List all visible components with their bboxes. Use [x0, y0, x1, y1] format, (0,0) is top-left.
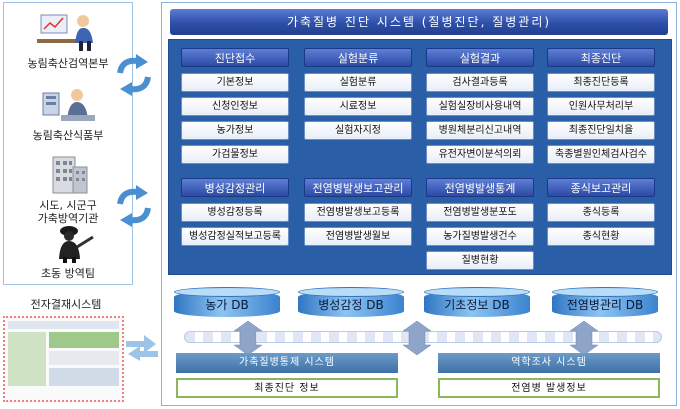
- actor-label: 초동 방역팀: [40, 267, 96, 280]
- database-label: 농가 DB: [205, 298, 249, 312]
- category-header: 병성감정관리: [181, 178, 289, 197]
- system-title: 가축질병 진단 시스템 (질병진단, 질병관리): [170, 9, 668, 35]
- module-item: 실험자지정: [304, 121, 412, 140]
- module-item: 질병현황: [426, 251, 534, 270]
- actor-label: 농림축산검역본부: [27, 57, 109, 70]
- database-cylinder: 농가 DB: [174, 287, 280, 321]
- actor-label-line2: 가축방역기관: [37, 212, 99, 225]
- module-item: 농가정보: [181, 121, 289, 140]
- actor-local-government: 시도, 시군구 가축방역기관: [4, 153, 132, 225]
- module-item: 병성감정등록: [181, 203, 289, 222]
- module-item: 시료정보: [304, 97, 412, 116]
- exchange-arrows-icon: [117, 54, 151, 96]
- module-item: 병원체분리신고내역: [426, 121, 534, 140]
- module-item: 농가질병발생건수: [426, 227, 534, 246]
- e-approval-title: 전자결재시스템: [30, 298, 102, 311]
- module-item: 전염병발생월보: [304, 227, 412, 246]
- category-header: 실험분류: [304, 48, 412, 67]
- database-cylinder: 기초정보 DB: [424, 287, 530, 321]
- module-panel: 진단접수 실험분류 실험결과 최종진단 기본정보 신청인정보 농가정보 가검물정…: [168, 39, 672, 275]
- actor-label: 농림축산식품부: [32, 129, 104, 142]
- actor-response-team: 초동 방역팀: [4, 223, 132, 280]
- module-item: 실험실장비사용내역: [426, 97, 534, 116]
- database-label: 병성감정 DB: [318, 298, 384, 312]
- category-header: 진단접수: [181, 48, 289, 67]
- database-cylinder: 병성감정 DB: [298, 287, 404, 321]
- module-item: 병성감정실적보고등록: [181, 227, 289, 246]
- category-header: 전염병발생통계: [426, 178, 534, 197]
- category-header: 종식보고관리: [547, 178, 655, 197]
- module-item: 검사결과등록: [426, 73, 534, 92]
- person-computer-icon: [37, 14, 93, 51]
- module-item: 신청인정보: [181, 97, 289, 116]
- e-approval-screenshot: [3, 316, 124, 402]
- database-cylinder: 전염병관리 DB: [552, 287, 658, 321]
- module-item: 실험분류: [304, 73, 412, 92]
- actor-quarantine-agency: 농림축산검역본부: [4, 9, 132, 70]
- module-item: 유전자변이분석의뢰: [426, 145, 534, 164]
- building-icon: [52, 156, 88, 194]
- module-item: 인원사무처리부: [547, 97, 655, 116]
- module-item: 가검물정보: [181, 145, 289, 164]
- module-item: 최종진단등록: [547, 73, 655, 92]
- actor-panel: 농림축산검역본부 농림축산식품부 시도, 시군구 가축방역기관: [3, 2, 133, 285]
- bidirectional-arrow-icon: [126, 335, 158, 361]
- system-info: 전염병 발생정보: [438, 378, 660, 398]
- module-item: 최종진단일치율: [547, 121, 655, 140]
- external-system: 가축질병통제 시스템: [176, 353, 398, 373]
- system-info: 최종진단 정보: [176, 378, 398, 398]
- actor-ministry: 농림축산식품부: [4, 85, 132, 142]
- database-label: 기초정보 DB: [444, 298, 510, 312]
- database-label: 전염병관리 DB: [566, 298, 644, 312]
- module-item: 전염병발생분포도: [426, 203, 534, 222]
- external-system: 역학조사 시스템: [438, 353, 660, 373]
- category-header: 최종진단: [547, 48, 655, 67]
- category-header: 전염병발생보고관리: [304, 178, 412, 197]
- module-item: 기본정보: [181, 73, 289, 92]
- category-header: 실험결과: [426, 48, 534, 67]
- module-item: 종식현황: [547, 227, 655, 246]
- module-item: 종식등록: [547, 203, 655, 222]
- quarantine-worker-icon: [59, 226, 94, 263]
- module-item: 축종별원인체검사검수: [547, 145, 655, 164]
- official-desk-icon: [42, 89, 95, 121]
- exchange-arrows-icon: [117, 185, 151, 227]
- actor-label: 시도, 시군구: [39, 199, 97, 212]
- module-item: 전염병발생보고등록: [304, 203, 412, 222]
- diagnosis-system-frame: 가축질병 진단 시스템 (질병진단, 질병관리) 진단접수 실험분류 실험결과 …: [161, 2, 677, 406]
